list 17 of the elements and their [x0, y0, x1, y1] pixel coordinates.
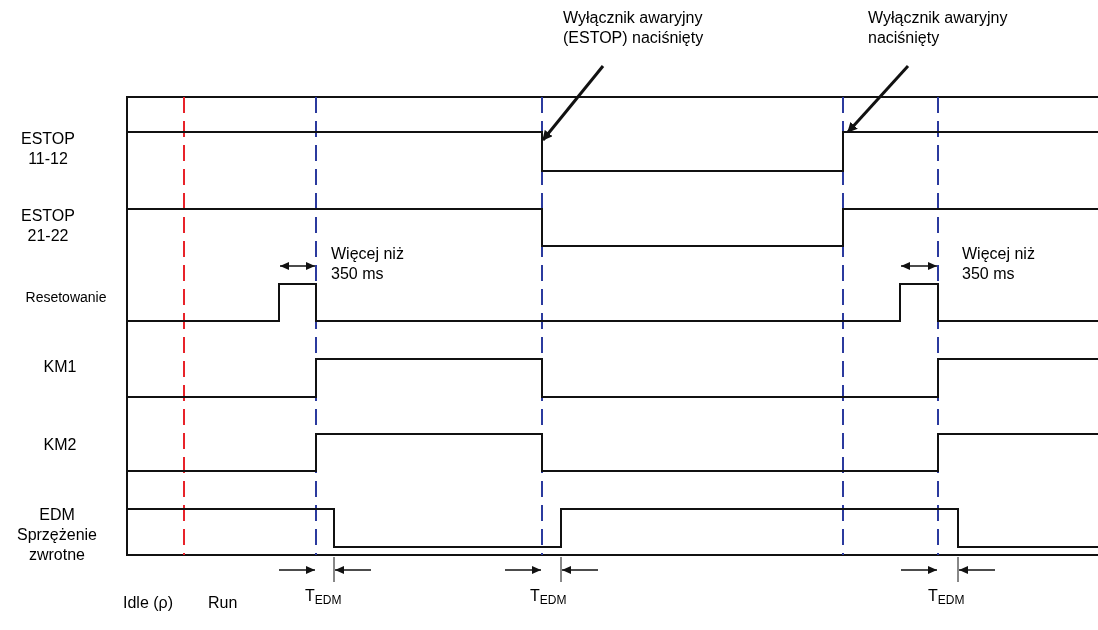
signal-label: Więcej niż 350 ms	[331, 244, 405, 284]
signal-label: ESTOP 11-12	[20, 129, 76, 169]
signal-label: Run	[208, 593, 239, 613]
callout-text: Wyłącznik awaryjny (ESTOP) naciśnięty	[563, 8, 705, 48]
callout-text: Wyłącznik awaryjny naciśnięty	[868, 8, 1009, 48]
leader-arrow	[541, 65, 605, 141]
signal-label: Więcej niż 350 ms	[962, 244, 1036, 284]
signal-label: EDM Sprzężenie zwrotne	[15, 505, 98, 565]
signal-label: T$_{EDM}$	[928, 586, 966, 606]
signal-label: ESTOP 21-22	[20, 206, 76, 246]
leader-arrow	[846, 65, 910, 133]
signal-label: Idle (ρ)	[123, 593, 174, 613]
signal-label: KM1	[42, 357, 78, 377]
signal-label: Resetowanie	[24, 288, 108, 307]
signal-label: T$_{EDM}$	[530, 586, 568, 606]
signal-label: T$_{EDM}$	[305, 586, 343, 606]
signal-label: KM2	[42, 435, 78, 455]
